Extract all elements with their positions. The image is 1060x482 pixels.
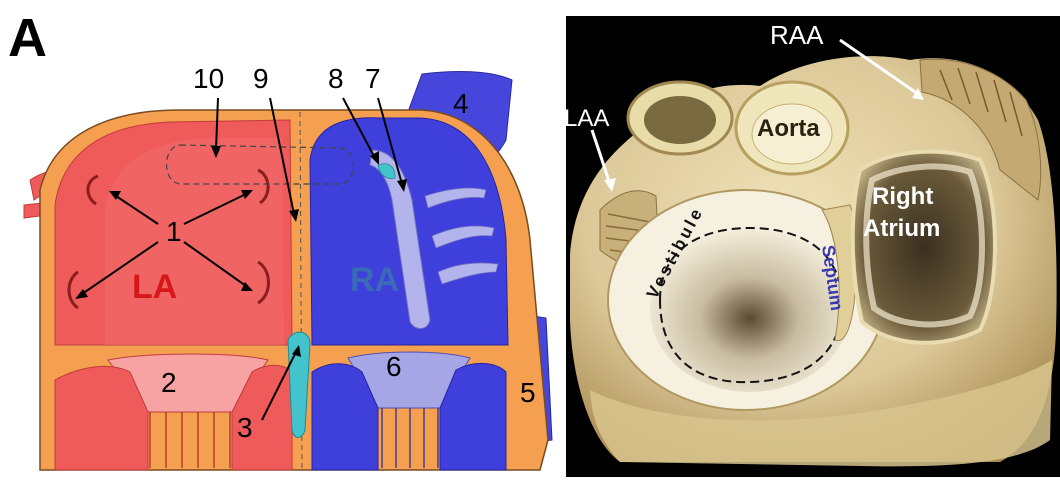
label-right-atrium-line1: Right (872, 183, 933, 210)
chamber-label-la: LA (132, 268, 177, 306)
panel-letter-a: A (8, 8, 47, 68)
pulmonary-trunk-lumen (644, 96, 716, 144)
callout-label-3: 3 (237, 412, 253, 443)
callout-label-4: 4 (453, 88, 469, 119)
label-laa: LAA (564, 105, 609, 132)
label-aorta: Aorta (757, 115, 820, 142)
panel-a: A LA RA 1 2 3 4 5 6 7 8 9 10 (0, 0, 560, 477)
callout-label-2: 2 (161, 367, 177, 398)
atria-schematic: A LA RA 1 2 3 4 5 6 7 8 9 10 (0, 0, 560, 477)
callout-label-5: 5 (520, 377, 536, 408)
chamber-label-ra: RA (350, 261, 399, 299)
left-atrium-shade (105, 138, 284, 345)
heart-specimen-photo: B RAA LAA Aorta Right Atrium Septum Vest… (560, 0, 1060, 477)
label-raa: RAA (770, 20, 824, 50)
callout-label-10: 10 (193, 63, 224, 94)
left-ventricle-fragment (55, 366, 148, 470)
callout-label-9: 9 (253, 63, 269, 94)
callout-label-8: 8 (328, 63, 344, 94)
callout-label-7: 7 (365, 63, 381, 94)
callout-label-1: 1 (166, 216, 182, 247)
panel-b: B RAA LAA Aorta Right Atrium Septum Vest… (560, 0, 1060, 477)
label-right-atrium-line2: Atrium (863, 215, 940, 242)
callout-label-6: 6 (386, 351, 402, 382)
